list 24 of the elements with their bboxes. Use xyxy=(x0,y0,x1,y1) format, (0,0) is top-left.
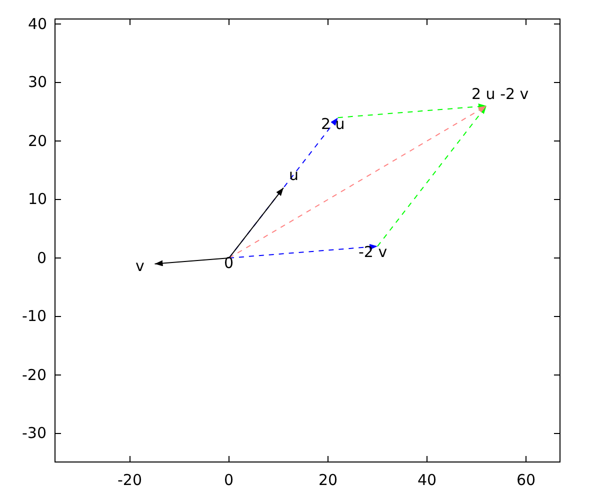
axis-tick-label: 60 xyxy=(516,472,536,489)
axis-tick-label: 0 xyxy=(224,472,234,489)
vector-arrow xyxy=(377,105,487,247)
point-label: u xyxy=(289,166,299,184)
point-label: 0 xyxy=(224,254,234,272)
axis-tick-label: 30 xyxy=(28,74,48,91)
point-label: 2 u xyxy=(321,116,345,132)
axis-tick-label: 10 xyxy=(28,191,48,208)
axis-tick-label: 20 xyxy=(318,472,338,489)
vector-arrow xyxy=(228,105,487,258)
axis-tick-label: -30 xyxy=(22,425,46,442)
axis-tick-label: -20 xyxy=(22,366,46,384)
axis-tick-label: 0 xyxy=(37,250,47,266)
vector-arrow xyxy=(228,187,284,258)
axis-tick-label: 40 xyxy=(28,16,48,32)
axis-tick-label: 40 xyxy=(418,472,437,489)
point-label: v xyxy=(136,258,144,274)
axis-tick-label: -10 xyxy=(22,308,46,325)
point-label: 2 u -2 v xyxy=(472,86,529,102)
vector-arrow xyxy=(337,104,487,118)
axis-tick-label: -20 xyxy=(118,472,142,489)
point-label: -2 v xyxy=(358,244,388,260)
axis-tick-label: 20 xyxy=(28,132,48,150)
vector-arrow xyxy=(228,244,378,258)
